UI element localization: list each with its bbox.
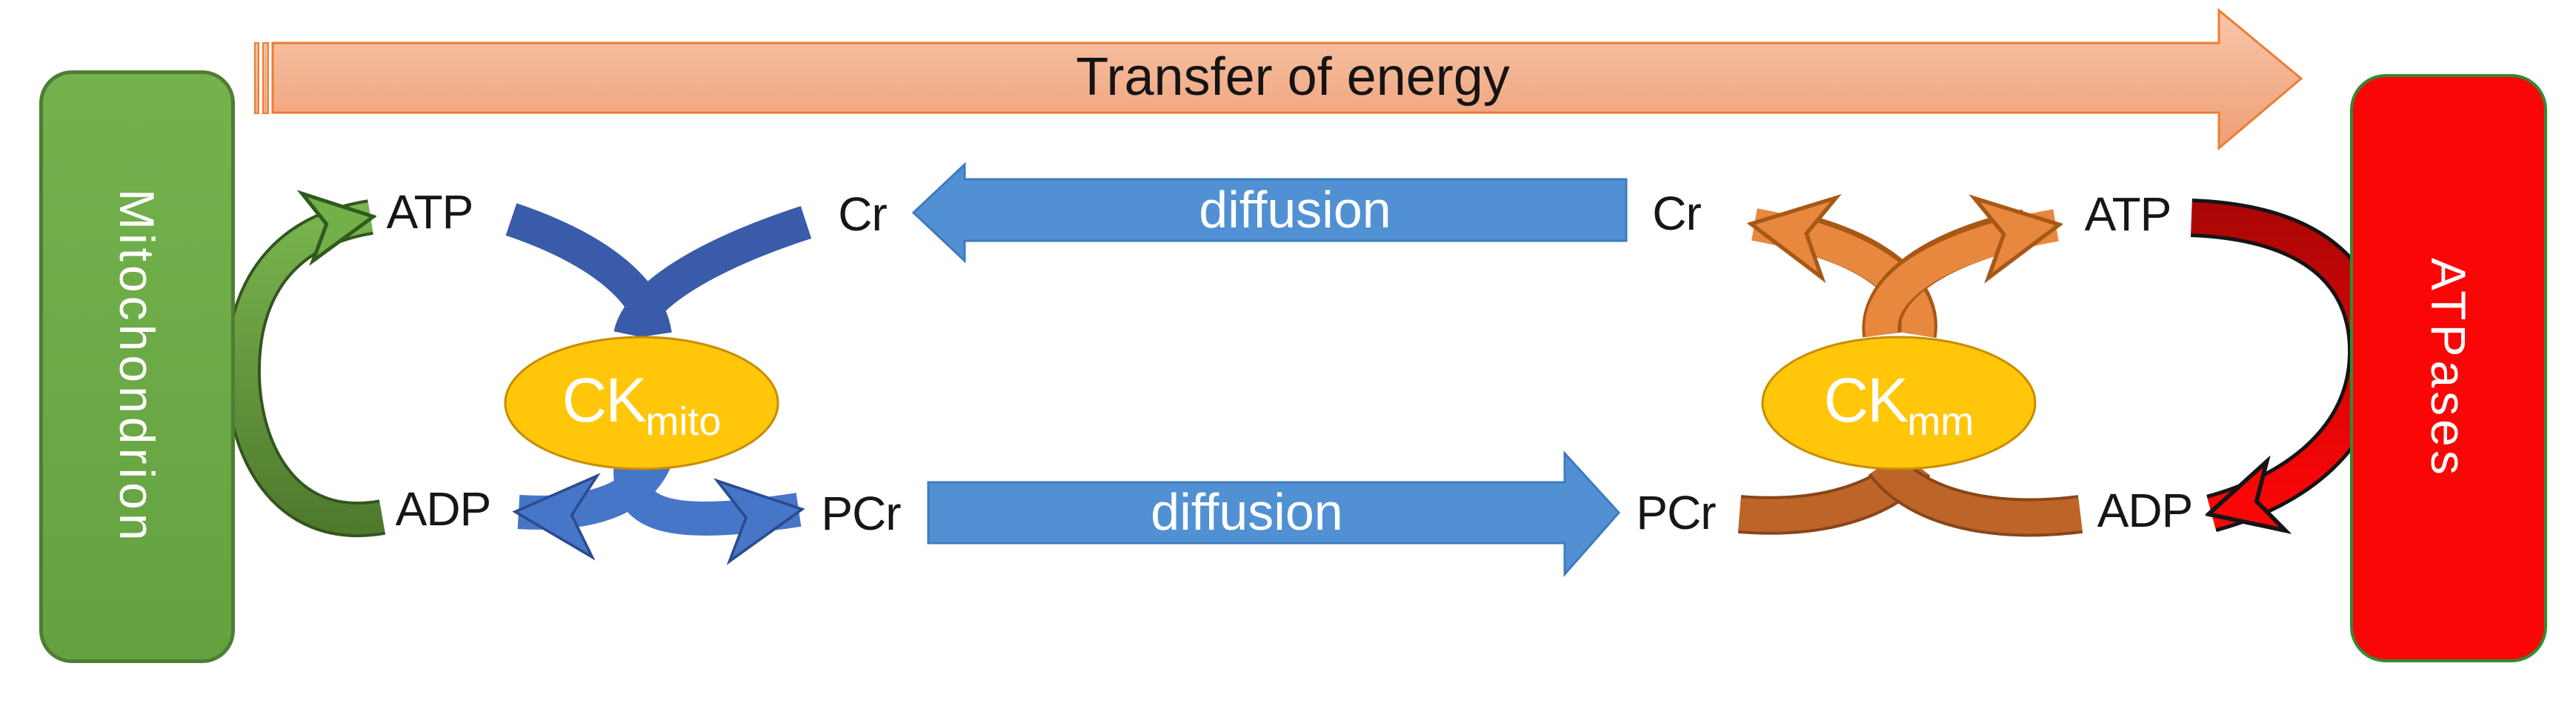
left-x-arm-ck-to-adp bbox=[512, 453, 671, 561]
diffusion-bottom-label: diffusion bbox=[1151, 483, 1343, 541]
ck-mito-ellipse bbox=[504, 336, 779, 470]
right-cr-label: Cr bbox=[1652, 187, 1702, 240]
ck-mm-label-main: CK bbox=[1823, 365, 1909, 436]
atpases-box-label: ATPases bbox=[2421, 258, 2476, 479]
right-x-arm-adp-to-ck bbox=[1871, 453, 2083, 534]
ck-mm-label-sub: mm bbox=[1907, 399, 1974, 444]
left-adp-label: ADP bbox=[395, 482, 492, 536]
transfer-of-energy-label: Transfer of energy bbox=[1076, 47, 1510, 107]
transfer-of-energy-arrow bbox=[271, 7, 2303, 151]
adp-to-atp-green-arrow bbox=[227, 217, 385, 534]
pcr-diffusion-arrow-right bbox=[927, 450, 1621, 577]
left-x-arm-ck-to-pcr bbox=[613, 459, 805, 565]
mitochondrion-box-label: Mitochondrion bbox=[110, 189, 164, 545]
atp-to-adp-red-arrow bbox=[2191, 202, 2383, 513]
diffusion-top-label: diffusion bbox=[1199, 181, 1391, 239]
right-atp-label: ATP bbox=[2084, 187, 2172, 241]
left-cr-label: Cr bbox=[838, 187, 888, 241]
ck-mito-label-main: CK bbox=[562, 365, 648, 436]
banner-tail-bar-1 bbox=[254, 42, 259, 114]
mitochondrion-box: Mitochondrion bbox=[39, 70, 235, 663]
left-atp-label: ATP bbox=[386, 185, 474, 239]
right-x-arm-ck-to-cr bbox=[1754, 224, 1934, 338]
left-pcr-label: PCr bbox=[821, 487, 901, 540]
ck-mm-label: CKmm bbox=[1824, 365, 1974, 445]
right-x-arm-ck-to-atp bbox=[1865, 225, 2056, 338]
right-adp-label: ADP bbox=[2097, 484, 2194, 537]
cr-diffusion-arrow-left bbox=[911, 162, 1628, 264]
ck-mito-label-sub: mito bbox=[645, 399, 722, 444]
ck-mm-ellipse bbox=[1761, 336, 2037, 470]
right-pcr-label: PCr bbox=[1636, 486, 1716, 539]
ck-mito-label: CKmito bbox=[562, 365, 722, 445]
atpases-box: ATPases bbox=[2350, 74, 2547, 662]
left-x-arm-cr-to-ck bbox=[613, 206, 812, 340]
banner-tail-bar-2 bbox=[262, 42, 269, 114]
